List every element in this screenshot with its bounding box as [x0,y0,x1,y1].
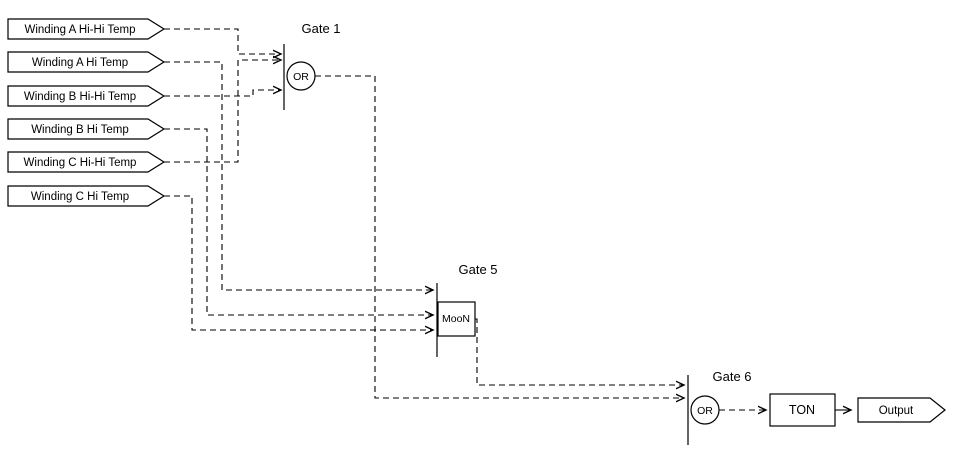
gate1-type-label: OR [293,71,309,83]
ton-label: TON [789,403,815,417]
output-tag: Output [857,397,946,423]
input-tag-label: Winding B Hi Temp [31,124,129,136]
gate1-or: Gate 1 OR [283,21,341,110]
input-tag-label: Winding B Hi-Hi Temp [24,91,136,103]
gate1-title: Gate 1 [301,21,340,36]
gate5-title: Gate 5 [458,262,497,277]
input-tag-label: Winding A Hi Temp [32,57,128,69]
input-tag-winding-a-hihi-temp: Winding A Hi-Hi Temp [7,18,166,40]
wire-gate5-to-gate6 [475,318,684,385]
input-tag-winding-c-hi-temp: Winding C Hi Temp [7,185,166,207]
input-tag-shape [7,151,166,173]
output-tag-shape [857,397,946,423]
wire-b-hihi-to-gate1 [164,90,281,97]
output-tag-label: Output [879,405,914,417]
wire-c-hi-to-gate5 [164,195,433,330]
input-tag-shape [7,51,166,73]
gate6-type-label: OR [697,405,713,417]
wire-a-hihi-to-gate1 [164,28,281,54]
input-tag-label: Winding C Hi-Hi Temp [24,157,137,169]
wire-gate1-to-gate6 [315,75,684,398]
input-tag-label: Winding A Hi-Hi Temp [25,24,136,36]
input-tag-winding-a-hi-temp: Winding A Hi Temp [7,51,166,73]
input-tag-shape [7,85,166,107]
gate6-title: Gate 6 [712,369,751,384]
input-tag-winding-b-hihi-temp: Winding B Hi-Hi Temp [7,85,166,107]
gate6-or: Gate 6 OR [687,369,752,445]
wire-c-hihi-to-gate1 [164,60,281,163]
gate5-type-label: MooN [442,313,470,325]
wire-b-hi-to-gate5 [164,128,433,315]
wire-a-hi-to-gate5 [164,61,433,290]
input-tag-shape [7,118,166,140]
input-tag-winding-c-hihi-temp: Winding C Hi-Hi Temp [7,151,166,173]
input-tag-shape [7,18,166,40]
input-tag-shape [7,185,166,207]
ton-timer-block: TON [769,393,836,427]
gate5-moon: Gate 5 MooN [436,262,498,357]
input-tag-winding-b-hi-temp: Winding B Hi Temp [7,118,166,140]
input-tag-label: Winding C Hi Temp [31,191,129,203]
